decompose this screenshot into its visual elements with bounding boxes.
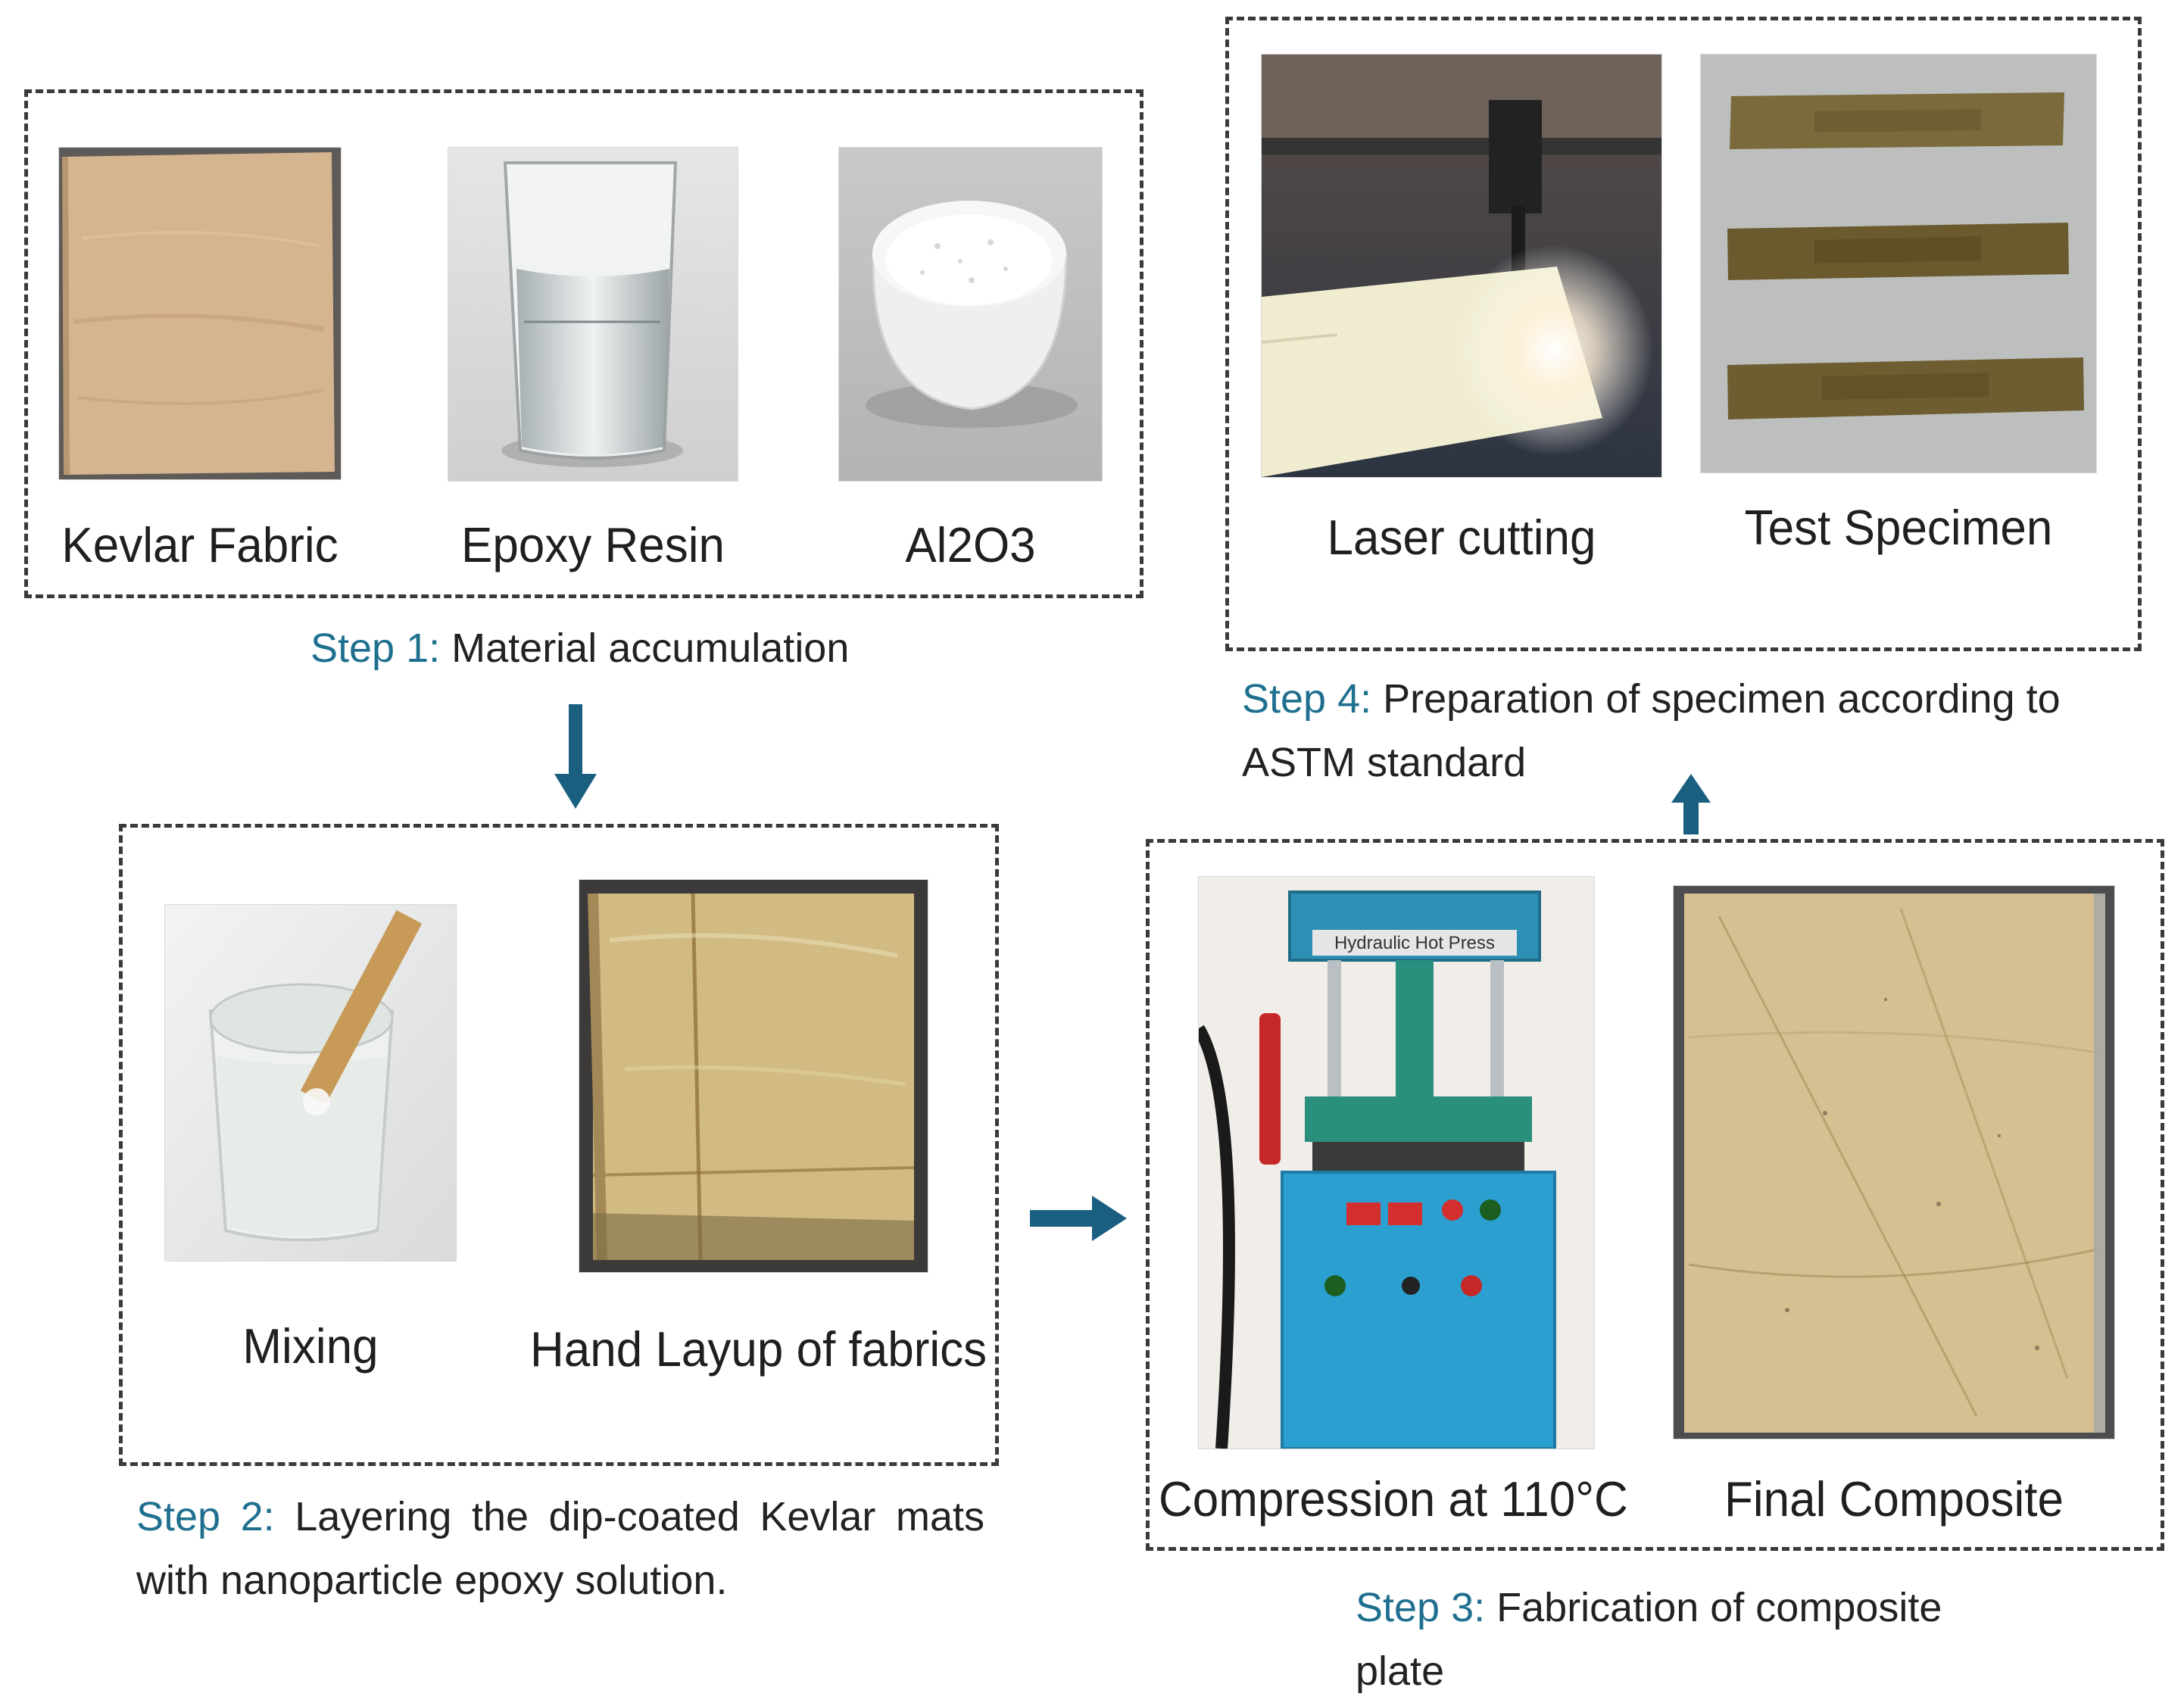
- final-composite-photo: [1674, 886, 2114, 1439]
- kevlar-fabric-photo: [59, 148, 341, 479]
- step3-box: [1146, 839, 2164, 1551]
- step1-caption-step: Step 1:: [310, 625, 441, 671]
- up-arrow-icon: [1670, 772, 1712, 834]
- mixing-cup-photo: [165, 905, 456, 1261]
- step3-caption-step: Step 3:: [1356, 1585, 1486, 1630]
- compression-label: Compression at 110°C: [1159, 1472, 1628, 1527]
- laser-cutting-label: Laser cutting: [1327, 510, 1596, 566]
- down-arrow-icon: [553, 704, 598, 810]
- step4-caption-text: Preparation of specimen according to AST…: [1242, 676, 2061, 785]
- laser-cutting-photo: [1262, 55, 1661, 477]
- step1-box: [24, 89, 1143, 598]
- step2-caption-text: Layering the dip-coated Kevlar mats with…: [136, 1494, 984, 1603]
- step1-caption: Step 1: Material accumulation: [310, 617, 916, 681]
- hand-layup-photo: [579, 880, 928, 1272]
- test-specimen-label: Test Specimen: [1744, 501, 2053, 556]
- step4-box: [1225, 17, 2142, 651]
- epoxy-resin-label: Epoxy Resin: [460, 518, 725, 573]
- final-composite-label: Final Composite: [1724, 1472, 2064, 1527]
- step2-box: [119, 824, 999, 1466]
- epoxy-resin-beaker-photo: [448, 148, 738, 481]
- al2o3-label: Al2O3: [905, 518, 1036, 573]
- alumina-powder-dish-photo: [839, 148, 1102, 481]
- step4-caption: Step 4: Preparation of specimen accordin…: [1242, 668, 2136, 794]
- hand-layup-label: Hand Layup of fabrics: [530, 1322, 987, 1377]
- kevlar-fabric-label: Kevlar Fabric: [61, 518, 339, 573]
- test-specimen-photo: [1701, 55, 2096, 473]
- right-arrow-icon: [1030, 1195, 1128, 1242]
- press-sign: Hydraulic Hot Press: [1334, 933, 1495, 953]
- step2-caption-step: Step 2:: [136, 1494, 275, 1539]
- step3-caption: Step 3: Fabrication of composite plate: [1356, 1577, 2037, 1703]
- step1-caption-text: Material accumulation: [451, 625, 850, 671]
- step4-caption-step: Step 4:: [1242, 676, 1372, 722]
- hydraulic-press-photo: Hydraulic Hot Press: [1199, 877, 1594, 1449]
- mixing-label: Mixing: [242, 1319, 379, 1374]
- step2-caption: Step 2: Layering the dip-coated Kevlar m…: [136, 1486, 984, 1612]
